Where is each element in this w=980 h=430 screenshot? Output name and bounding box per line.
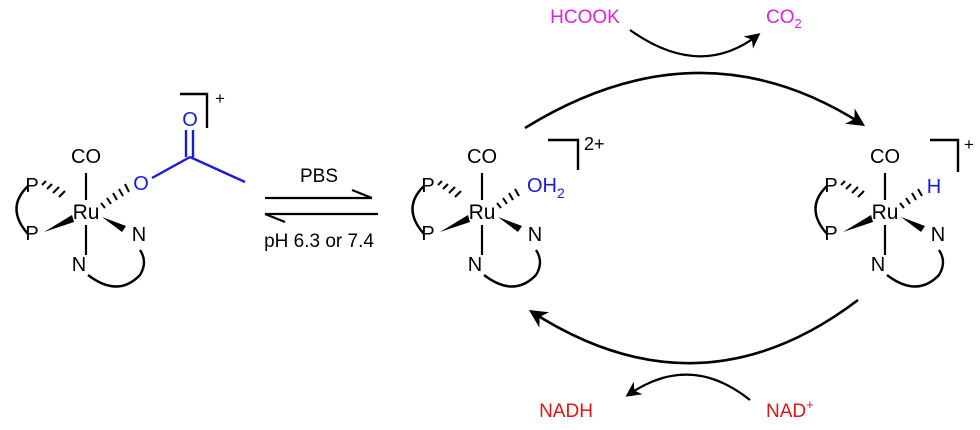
p-bottom-label: P (421, 223, 434, 245)
metal-label: Ru (73, 201, 100, 224)
n-right-label: N (528, 224, 542, 246)
forward-arrow-half-head (351, 188, 373, 200)
n-bottom-label: N (468, 254, 482, 276)
nad-superscript: + (806, 397, 814, 412)
hashed-bond-p-top (840, 180, 865, 198)
formate-side-arrow (629, 29, 761, 58)
wedge-bond-p-bottom (44, 215, 74, 232)
nad-main: NAD (766, 401, 806, 422)
nad-side-arrow (625, 373, 751, 401)
amine-chelate-arc (483, 249, 542, 288)
co-label: CO (870, 146, 900, 168)
n-right-label: N (931, 224, 945, 246)
p-top-label: P (824, 175, 837, 197)
aqua-ligand-main: OH (527, 175, 557, 197)
charge-bracket (180, 92, 209, 128)
equilibrium-arrows: PBS pH 6.3 or 7.4 (264, 166, 378, 252)
wedge-bond-n-right (102, 217, 126, 232)
co2-main: CO (766, 7, 795, 28)
wedge-bond-n-right (901, 217, 925, 232)
wedge-bond-p-bottom (440, 215, 470, 232)
hydride-label: H (927, 176, 941, 198)
carbonyl-o-label: O (182, 109, 198, 131)
n-right-label: N (132, 224, 146, 246)
co2-label: CO2 (766, 7, 802, 31)
metal-label: Ru (469, 201, 496, 224)
complex-hydride: CO Ru P P N N H + (814, 135, 974, 288)
o-c-bond (151, 155, 191, 180)
metal-label: Ru (872, 201, 899, 224)
hashed-bond-o (100, 183, 130, 209)
co2-subscript: 2 (795, 16, 802, 31)
hashed-bond-h (899, 188, 923, 209)
catalytic-cycle: HCOOK CO2 NADH NAD+ (524, 7, 866, 422)
charge-label: + (964, 135, 974, 154)
phosphine-chelate-arc (411, 185, 425, 235)
bottom-cycle-arrow (528, 298, 859, 365)
phosphine-chelate-arc (15, 185, 29, 235)
complex-acetate: CO Ru P P N N O O + (15, 89, 246, 288)
aqua-ligand-label: OH2 (527, 175, 565, 201)
hashed-bond-p-top (41, 180, 66, 198)
hashed-bond-p-top (437, 180, 462, 198)
complex-aqua: CO Ru P P N N OH2 2+ (411, 134, 605, 288)
amine-chelate-arc (87, 249, 146, 288)
p-bottom-label: P (25, 223, 38, 245)
equilibrium-bottom-label: pH 6.3 or 7.4 (264, 231, 374, 252)
wedge-bond-p-bottom (843, 215, 873, 232)
p-top-label: P (25, 175, 38, 197)
charge-label: + (215, 89, 225, 108)
nad-plus-label: NAD+ (766, 397, 814, 422)
formate-label: HCOOK (550, 7, 620, 28)
charge-label: 2+ (584, 134, 605, 154)
c-methyl-bond (189, 155, 246, 184)
o-label: O (133, 173, 149, 195)
co-label: CO (71, 146, 101, 168)
reverse-arrow-half-head (264, 212, 286, 224)
top-cycle-arrow (524, 71, 866, 130)
n-bottom-label: N (72, 254, 86, 276)
co-label: CO (467, 146, 497, 168)
charge-bracket (548, 138, 580, 170)
amine-chelate-arc (886, 249, 945, 288)
phosphine-chelate-arc (814, 185, 828, 235)
hashed-bond-oh2 (496, 188, 520, 209)
equilibrium-top-label: PBS (300, 166, 338, 187)
aqua-ligand-subscript: 2 (557, 185, 565, 201)
charge-bracket (930, 138, 960, 172)
p-bottom-label: P (824, 223, 837, 245)
n-bottom-label: N (871, 254, 885, 276)
p-top-label: P (421, 175, 434, 197)
nadh-label: NADH (539, 401, 593, 422)
wedge-bond-n-right (498, 217, 522, 232)
